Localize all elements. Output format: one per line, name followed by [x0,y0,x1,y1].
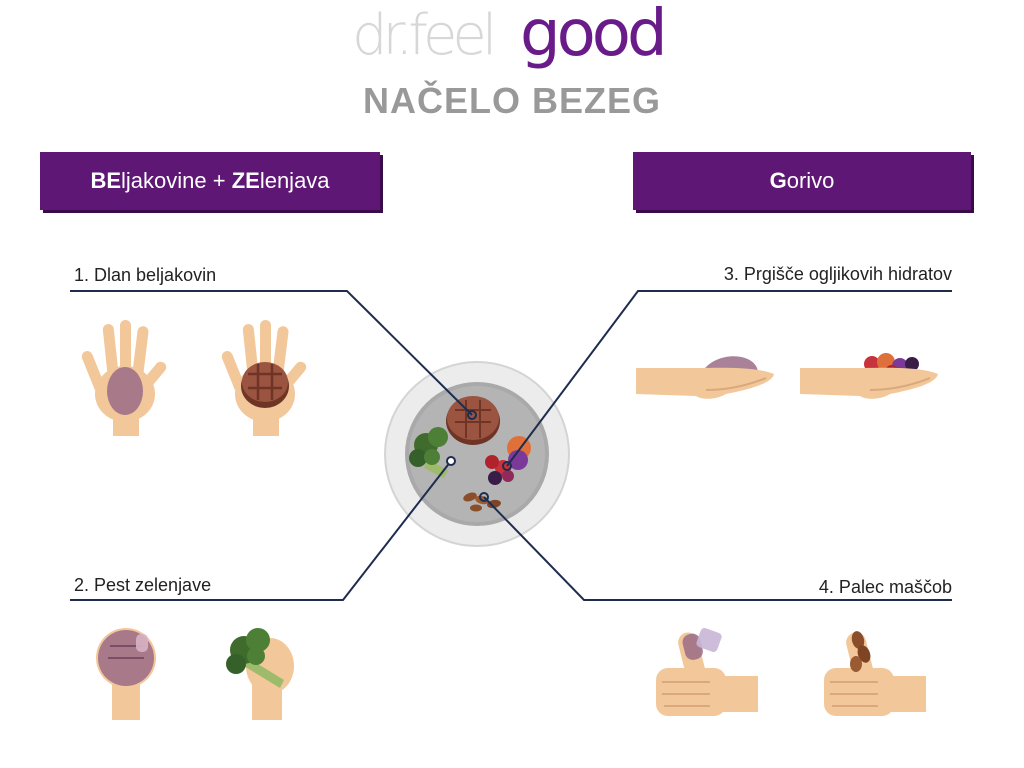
logo-suffix: good [520,0,668,71]
connector-vegetables [70,460,452,601]
label-vegetable-fist: 2. Pest zelenjave [74,575,212,595]
label-protein-palm: 1. Dlan beljakovin [74,265,217,285]
palm-portion-icon [81,320,167,436]
banner-left-text-1: ljakovine + [121,168,232,193]
fist-portion-icon [96,628,156,720]
connector-protein [70,290,473,416]
connector-fats [483,496,952,601]
handful-portion-icon [636,356,774,399]
connector-dot-carbs [502,461,512,471]
thumb-portion-icon [656,628,758,716]
banner-right-bold: G [769,168,787,193]
page-title: NAČELO BEZEG [362,80,661,121]
banner-left-bold-2: ZE [231,168,260,193]
logo-prefix: dr.feel [352,3,497,68]
palm-steak-icon [221,320,307,436]
fist-broccoli-icon [226,628,294,720]
banner-left-bold-1: BE [90,168,122,193]
connector-dot-protein [467,410,477,420]
handful-berries-icon [800,353,938,399]
label-fat-thumb: 4. Palec maščob [818,577,952,597]
plate-meat-icon [446,396,500,445]
banner-right-text: orivo [786,168,835,193]
connector-carbs [506,290,952,467]
dr-feelgood-logo: dr.feel good [352,2,682,82]
thumb-almonds-icon [824,631,926,716]
plate [384,361,570,547]
label-carb-handful: 3. Prgišče ogljikovih hidratov [723,264,952,284]
connector-dot-vegetables [446,456,456,466]
banner-left-text-2: lenjava [259,168,330,193]
connector-dot-fats [479,492,489,502]
